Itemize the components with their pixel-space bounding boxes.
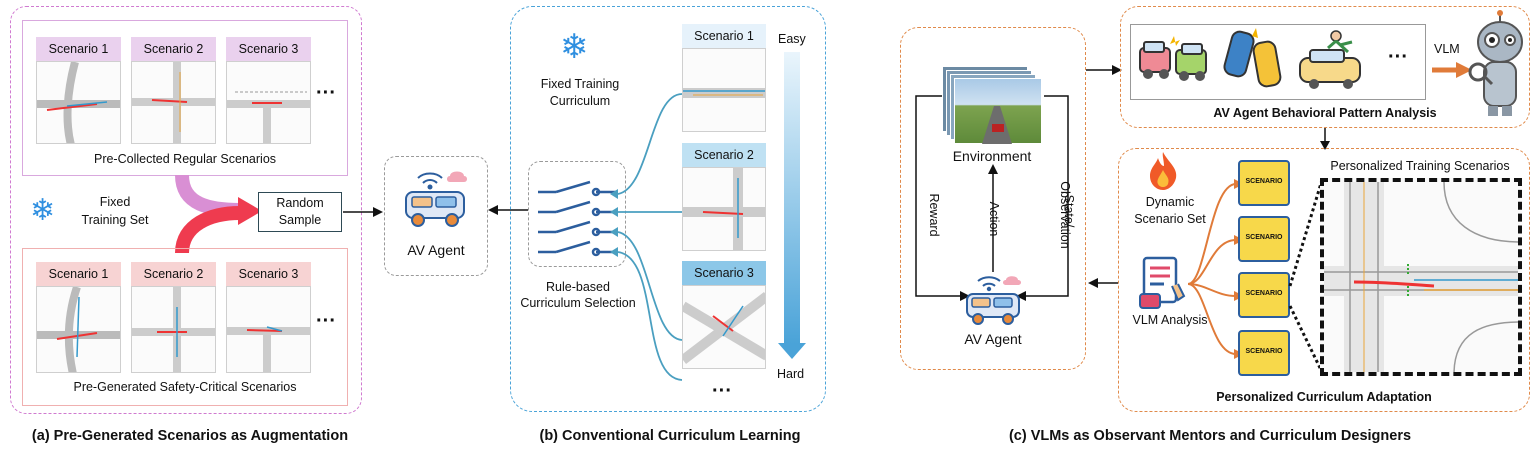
panel-a-title: (a) Pre-Generated Scenarios as Augmentat… [31, 428, 349, 444]
adaptation-frame [1118, 148, 1530, 412]
personalized-scenario-map [1320, 178, 1522, 376]
zoom-lines [1288, 179, 1324, 373]
av-agent-icon-c [966, 276, 1021, 325]
dynamic-set-line1: Dynamic [1145, 195, 1195, 209]
panel-a-frame [10, 6, 362, 414]
random-sample-line1: Random [276, 196, 324, 210]
bottom-scenario-map-2 [131, 286, 216, 373]
av-agent-icon [405, 171, 467, 227]
scenario-file-4 [1238, 330, 1290, 376]
top-scenario-label-2: Scenario 2 [131, 37, 216, 61]
car-crash-icon [1139, 36, 1207, 81]
agent-c-label: AV Agent [964, 331, 1022, 347]
agent-from-selector-arrow [488, 205, 528, 215]
merge-arrow [175, 174, 262, 254]
adaptation-caption: Personalized Curriculum Adaptation [1216, 390, 1432, 404]
scenario-file-2 [1238, 216, 1290, 262]
scenario-file-label-4: SCENARIO [1245, 348, 1283, 355]
switch-icon [538, 180, 618, 257]
curriculum-scenario-map-2 [682, 167, 766, 251]
random-sample-box [258, 192, 342, 232]
safety-critical-box [22, 248, 348, 406]
bottom-scenario-label-3: Scenario 3 [226, 262, 311, 286]
environment-label: Environment [952, 148, 1032, 164]
fixed-set-line2: Training Set [81, 213, 149, 227]
top-scenario-map-2 [131, 61, 216, 144]
bottom-scenario-map-3 [226, 286, 311, 373]
scenario-file-label-2: SCENARIO [1245, 234, 1283, 241]
difficulty-gradient-bar [784, 52, 800, 344]
curriculum-scenario-label-3: Scenario 3 [682, 261, 766, 285]
curriculum-scenario-map-3 [682, 285, 766, 369]
reward-label: Reward [927, 193, 941, 237]
scenario-file-1 [1238, 160, 1290, 206]
bottom-scenario-map-1 [36, 286, 121, 373]
fixed-curriculum-line1: Fixed Training [540, 77, 620, 91]
bottom-scenario-label-2: Scenario 2 [131, 262, 216, 286]
easy-label: Easy [778, 32, 806, 46]
scenario-file-3 [1238, 272, 1290, 318]
to-vlm-arrow [1432, 62, 1472, 78]
panel-b-frame [510, 6, 826, 412]
curriculum-selector-frame [528, 161, 626, 267]
agent-a-label: AV Agent [407, 242, 465, 258]
pedestrian-collision-icon [1299, 30, 1361, 89]
scenario-file-label-1: SCENARIO [1245, 178, 1283, 185]
top-scenario-map-1 [36, 61, 121, 144]
safety-critical-caption: Pre-Generated Safety-Critical Scenarios [73, 380, 297, 394]
snowflake-icon-b: ❄ [560, 28, 589, 66]
top-scenario-label-1: Scenario 1 [36, 37, 121, 61]
fire-icon [1150, 152, 1177, 190]
curriculum-curves [610, 93, 683, 381]
adaptation-to-loop-arrow [1088, 278, 1118, 288]
vlm-analysis-icon [1139, 256, 1186, 309]
behavior-analysis-frame [1120, 6, 1530, 128]
analysis-to-adaptation-arrow [1320, 128, 1330, 150]
regular-scenarios-caption: Pre-Collected Regular Scenarios [93, 152, 277, 166]
loop-to-analysis-arrow [1086, 65, 1122, 75]
fixed-set-line1: Fixed [99, 195, 131, 209]
top-scenario-label-3: Scenario 3 [226, 37, 311, 61]
personalized-scenarios-title: Personalized Training Scenarios [1330, 159, 1510, 173]
bottom-scenario-label-1: Scenario 1 [36, 262, 121, 286]
scenario-file-label-3: SCENARIO [1245, 290, 1283, 297]
top-ellipsis: ··· [316, 82, 336, 104]
difficulty-arrowhead [778, 343, 806, 359]
panel-c-title: (c) VLMs as Observant Mentors and Curric… [1008, 428, 1412, 444]
rule-based-line2: Curriculum Selection [520, 296, 636, 310]
rule-based-line1: Rule-based [546, 280, 610, 294]
rl-loop-arrows [915, 95, 1069, 301]
state-observation-line2: Observation [1058, 181, 1072, 249]
top-scenario-map-3 [226, 61, 311, 144]
vlm-label: VLM [1434, 42, 1460, 56]
agent-a-frame [384, 156, 488, 276]
panel-b-title: (b) Conventional Curriculum Learning [539, 428, 801, 444]
curriculum-scenario-label-1: Scenario 1 [682, 24, 766, 48]
curriculum-scenario-map-1 [682, 48, 766, 132]
behavior-caption: AV Agent Behavioral Pattern Analysis [1213, 106, 1437, 120]
curriculum-scenario-label-2: Scenario 2 [682, 143, 766, 167]
bottom-ellipsis: ··· [316, 310, 336, 332]
sample-to-agent-arrow [343, 207, 383, 217]
head-on-collision-icon [1223, 28, 1282, 88]
curriculum-ellipsis: ··· [712, 380, 732, 402]
random-sample-line2: Sample [278, 213, 322, 227]
vlm-branches [1187, 179, 1244, 359]
hard-label: Hard [777, 367, 805, 381]
snowflake-icon: ❄ [30, 194, 56, 227]
vlm-analysis-label: VLM Analysis [1132, 313, 1208, 327]
action-label: Action [987, 201, 1001, 237]
rl-loop-frame [900, 27, 1086, 370]
dynamic-set-line2: Scenario Set [1134, 212, 1206, 226]
fixed-curriculum-line2: Curriculum [549, 94, 611, 108]
robot-inspector-icon [1468, 10, 1523, 116]
environment-screens [942, 66, 1042, 144]
behavior-ellipsis: ··· [1388, 46, 1408, 68]
